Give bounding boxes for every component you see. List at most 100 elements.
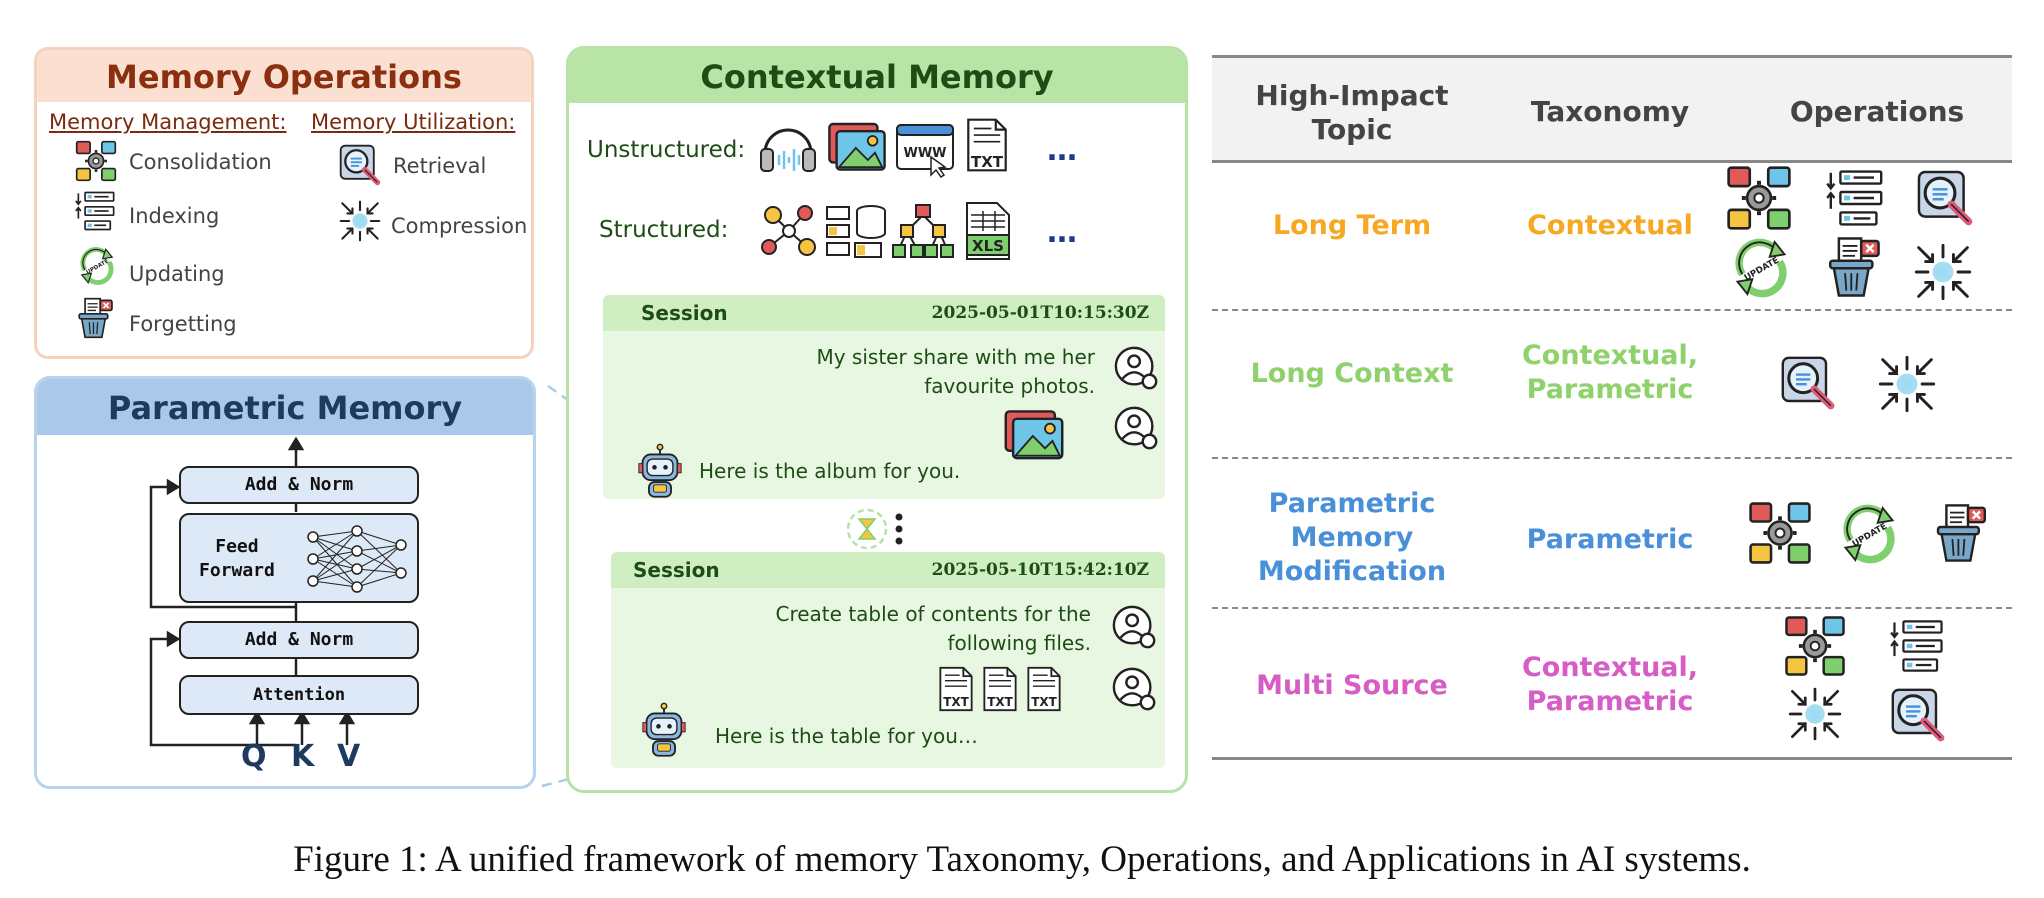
parametric-memory-panel: Parametric Memory Add & Norm Feed Forwar… <box>34 376 536 789</box>
row-4-topic: Multi Source <box>1212 669 1492 703</box>
feed-forward-line-1: Feed <box>215 536 259 557</box>
robot-icon <box>637 443 683 499</box>
session-header-1: Session 2025-05-01T10:15:30Z <box>603 295 1165 331</box>
txt-file-icon-2: TXT <box>983 666 1017 712</box>
consolidation-label: Consolidation <box>129 150 272 174</box>
txt-file-icon-3: TXT <box>1027 666 1061 712</box>
row-1-taxonomy-line-1: Contextual <box>1527 210 1693 241</box>
unstructured-label: Unstructured: <box>587 137 746 163</box>
forgetting-label: Forgetting <box>129 312 237 336</box>
compression-icon <box>1914 243 1972 301</box>
row-1-topic: Long Term <box>1212 209 1492 243</box>
topic-taxonomy-table: High-Impact Topic Taxonomy Operations Lo… <box>1212 55 2012 760</box>
memory-utilization-title: Memory Utilization: <box>311 110 516 134</box>
contextual-memory-title: Contextual Memory <box>569 49 1185 103</box>
memory-operations-panel: Memory Operations Memory Management: Mem… <box>34 47 534 359</box>
contextual-memory-panel: Contextual Memory Unstructured: WWW TXT … <box>566 46 1188 793</box>
txt-file-icon-1: TXT <box>939 666 973 712</box>
user-icon <box>1113 405 1161 453</box>
retrieval-icon <box>1778 353 1838 413</box>
table-bottom-rule <box>1212 757 2012 760</box>
row-divider <box>1212 457 2012 459</box>
txt-text: TXT <box>943 695 969 709</box>
network-graph-icon <box>761 205 816 256</box>
structured-label: Structured: <box>599 217 729 243</box>
user-message-2-line-2: following files. <box>947 631 1091 655</box>
structured-ellipsis: … <box>1047 215 1077 250</box>
txt-file-icon: TXT <box>967 118 1007 172</box>
bot-message-2: Here is the table for you… <box>715 724 978 748</box>
memory-operations-title: Memory Operations <box>37 50 531 102</box>
www-icon: WWW <box>896 124 954 179</box>
session-header-2: Session 2025-05-10T15:42:10Z <box>611 552 1165 588</box>
retrieval-icon <box>1914 167 1976 229</box>
forgetting-icon <box>1932 499 1992 567</box>
robot-icon <box>641 702 687 758</box>
add-norm-top-block: Add & Norm <box>179 466 419 504</box>
q-label: Q <box>241 739 267 774</box>
photos-icon <box>1003 409 1065 463</box>
bot-message-1: Here is the album for you. <box>699 459 961 483</box>
user-icon <box>1113 345 1161 393</box>
table-header-row <box>1212 58 2012 160</box>
feed-forward-block: Feed Forward <box>179 513 419 603</box>
indexing-icon <box>1890 617 1946 675</box>
user-message-2: Create table of contents for the followi… <box>651 600 1092 658</box>
row-2-taxonomy-line-1: Contextual, <box>1521 340 1699 371</box>
consolidation-icon <box>1748 501 1812 565</box>
updating-label: Updating <box>129 262 225 286</box>
row-1-topic-line-1: Long Term <box>1272 210 1432 241</box>
database-icon <box>826 205 886 258</box>
table-header-rule <box>1212 160 2012 163</box>
row-3-taxonomy-line-1: Parametric <box>1526 524 1694 555</box>
updating-icon <box>1838 503 1900 565</box>
row-divider <box>1212 309 2012 311</box>
session-label-1: Session <box>641 301 728 325</box>
memory-management-title: Memory Management: <box>49 110 287 134</box>
compression-icon <box>1788 687 1842 741</box>
compression-label: Compression <box>391 214 528 238</box>
row-2-taxonomy-line-2: Parametric <box>1526 374 1694 405</box>
row-2-topic-line-1: Long Context <box>1250 358 1454 389</box>
row-3-topic-line-1: Parametric <box>1268 488 1436 519</box>
add-norm-bottom-block: Add & Norm <box>179 621 419 659</box>
header-taxonomy: Taxonomy <box>1530 95 1690 128</box>
row-3-topic-line-3: Modification <box>1257 556 1447 587</box>
time-gap-icon <box>846 508 903 550</box>
updating-icon <box>1730 237 1792 299</box>
row-4-taxonomy-line-2: Parametric <box>1526 686 1694 717</box>
transformer-connectors <box>149 436 356 747</box>
row-1-taxonomy: Contextual <box>1490 209 1730 243</box>
www-text: WWW <box>903 146 946 161</box>
attention-block: Attention <box>179 675 419 715</box>
row-divider <box>1212 607 2012 609</box>
row-3-topic: Parametric Memory Modification <box>1212 487 1492 589</box>
consolidation-icon <box>1726 165 1792 231</box>
v-label: V <box>337 739 361 774</box>
xls-text: XLS <box>972 237 1004 255</box>
parametric-memory-title: Parametric Memory <box>37 379 533 435</box>
forgetting-icon <box>1824 233 1886 301</box>
indexing-icon <box>1826 167 1886 229</box>
neural-network-icon <box>307 525 407 593</box>
header-topic-line-1: High-Impact <box>1255 79 1449 112</box>
user-message-1-line-2: favourite photos. <box>924 374 1095 398</box>
user-icon <box>1111 604 1159 652</box>
txt-text: TXT <box>971 153 1004 171</box>
user-icon <box>1111 666 1159 714</box>
header-high-impact-topic: High-Impact Topic <box>1212 79 1492 147</box>
user-message-1: My sister share with me her favourite ph… <box>675 343 1095 401</box>
header-operations: Operations <box>1789 95 1965 128</box>
row-4-taxonomy-line-1: Contextual, <box>1521 652 1699 683</box>
session-timestamp-2: 2025-05-10T15:42:10Z <box>931 560 1149 580</box>
unstructured-ellipsis: … <box>1047 133 1077 168</box>
k-label: K <box>291 739 315 774</box>
row-3-taxonomy: Parametric <box>1490 523 1730 557</box>
feed-forward-label: Feed Forward <box>199 535 275 583</box>
txt-text: TXT <box>1031 695 1057 709</box>
feed-forward-line-2: Forward <box>199 560 275 581</box>
compression-icon <box>1878 355 1936 413</box>
user-message-1-line-1: My sister share with me her <box>816 345 1095 369</box>
user-message-2-line-1: Create table of contents for the <box>775 602 1092 626</box>
session-timestamp-1: 2025-05-01T10:15:30Z <box>931 303 1149 323</box>
